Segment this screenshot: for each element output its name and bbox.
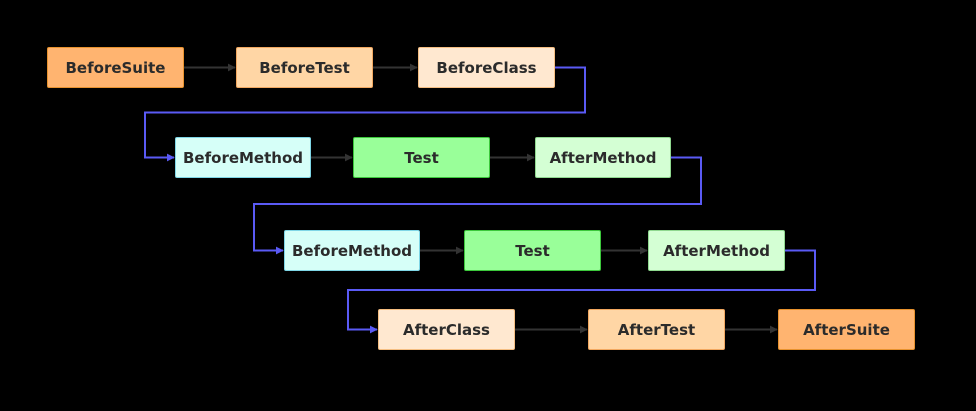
node-after-suite: AfterSuite — [778, 309, 915, 350]
node-test-2: Test — [464, 230, 601, 271]
node-after-class: AfterClass — [378, 309, 515, 350]
node-before-test: BeforeTest — [236, 47, 373, 88]
node-before-method-2: BeforeMethod — [284, 230, 420, 271]
edge-after-method-1-to-before-method-2 — [253, 156, 702, 255]
node-before-class: BeforeClass — [418, 47, 555, 88]
node-after-method-1: AfterMethod — [535, 137, 671, 178]
node-before-suite: BeforeSuite — [47, 47, 184, 88]
edge-after-method-2-to-after-class — [347, 249, 816, 334]
node-test-1: Test — [353, 137, 490, 178]
node-after-test: AfterTest — [588, 309, 725, 350]
node-after-method-2: AfterMethod — [648, 230, 785, 271]
edge-before-class-to-before-method-1 — [144, 66, 586, 162]
node-before-method-1: BeforeMethod — [175, 137, 311, 178]
